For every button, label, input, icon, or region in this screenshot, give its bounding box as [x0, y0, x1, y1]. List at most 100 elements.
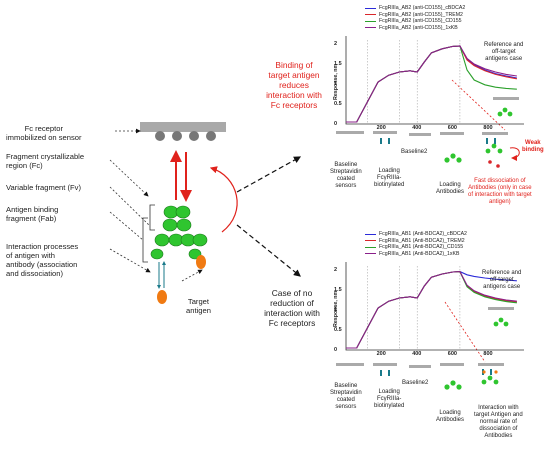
panel1-loading-fc-label: Loading FcγRIIIa- biotinylated [374, 168, 404, 189]
series-line [346, 271, 517, 349]
legend-text: FcgRIIIa_AB1 (Anti-BDCA2)_cBDCA2 [379, 231, 467, 237]
ref-line1: Reference and [482, 270, 522, 276]
normal-line4: dissociation of [479, 426, 518, 432]
legend-text: FcgRIIIa_AB1 (Anti-BDCA2)_TREM2 [379, 237, 465, 244]
normal-line2: target Antigen and [474, 412, 523, 418]
fast-line3: of interaction with target [468, 192, 532, 198]
step-line: Baseline2 [402, 380, 429, 386]
legend-swatch [365, 20, 376, 22]
fragment-brackets [142, 204, 155, 263]
legend-text: FcgRIIIa_AB2 (anti-CD155)_cBDCA2 [379, 5, 466, 11]
mid-bottom-line4: Fc receptors [268, 318, 316, 328]
fab-label: Antigen binding fragment (Fab) [6, 205, 58, 223]
panel1-ref-label: Reference and off-target antigens case [484, 42, 523, 63]
panel2-legend-item: FcgRIIIa_AB1 (Anti-BDCA2)_1xKB [365, 251, 467, 258]
target-line2: antigen [186, 306, 211, 315]
step-line: biotinylated [374, 403, 405, 409]
weak-line2: binding [522, 147, 544, 153]
y-tick-label: 1 [334, 307, 338, 313]
normal-line3: normal rate of [479, 419, 517, 425]
fc-receptor-line2: immobilized on sensor [6, 133, 82, 142]
fc-receptor-label: Fc receptor immobilized on sensor [6, 124, 82, 142]
ref-line1: Reference and [484, 42, 524, 48]
y-tick-label: 1 [334, 81, 338, 87]
fc-region-line2: region (Fc) [6, 161, 43, 170]
panel2-step-icons [336, 307, 514, 390]
target-antigen-label: Target antigen [186, 297, 211, 315]
step-line: Streptavidin [330, 390, 362, 396]
x-tick-label: 200 [376, 351, 386, 357]
mid-top-line1: Binding of [275, 60, 313, 70]
fast-line1: Fast dissociation of [474, 178, 526, 184]
interaction-line2: of antigen with [6, 251, 55, 260]
ref-line2: off-target [491, 49, 516, 55]
legend-swatch [365, 246, 376, 248]
legend-swatch [365, 240, 376, 242]
association-arrows [157, 261, 166, 289]
panel2-loading-fc-label: Loading FcγRIIIa- biotinylated [374, 389, 404, 410]
panel1-legend-item: FcgRIIIa_AB2 (anti-CD155)_1xKB [365, 25, 465, 32]
panel1-legend-item: FcgRIIIa_AB2 (anti-CD155)_CD155 [365, 18, 465, 25]
x-tick-label: 400 [412, 351, 422, 357]
legend-text: FcgRIIIa_AB1 (Anti-BDCA2)_1xKB [379, 250, 460, 257]
step-line: coated [336, 397, 355, 403]
legend-text: FcgRIIIa_AB2 (anti-CD155)_1xKB [379, 24, 458, 31]
curved-feedback-arrow [209, 166, 238, 233]
legend-swatch [365, 27, 376, 29]
panel1-step-icons [336, 97, 520, 168]
interaction-line4: and dissociation) [6, 269, 63, 278]
step-line: Baseline [334, 162, 358, 168]
y-tick-label: 0 [334, 121, 338, 127]
sensor-surface [140, 122, 226, 141]
mid-top-line2: target antigen [268, 70, 320, 80]
fc-receptor-line1: Fc receptor [24, 124, 63, 133]
step-line: Baseline [334, 383, 358, 389]
mid-bottom-line1: Case of no [271, 288, 313, 298]
normal-dissociation-label: Interaction with target Antigen and norm… [474, 405, 523, 440]
label-pointers [109, 128, 203, 282]
normal-line1: Interaction with [478, 405, 519, 411]
panel2-baseline-label: Baseline Streptavidin coated sensors [330, 383, 362, 411]
y-tick-label: 2 [334, 41, 338, 47]
fab-line1: Antigen binding [6, 205, 59, 214]
step-line: Antibodies [436, 189, 465, 195]
legend-text: FcgRIIIa_AB2 (anti-CD155)_TREM2 [379, 11, 463, 18]
y-tick-label: 0 [334, 347, 338, 353]
y-tick-label: 1.5 [334, 287, 342, 293]
step-line: Loading [378, 389, 400, 395]
interaction-label: Interaction processes of antigen with an… [6, 242, 78, 278]
weak-line1: Weak [525, 140, 541, 146]
step-line: Loading [378, 168, 400, 174]
legend-swatch [365, 7, 376, 9]
antibody-icon [150, 205, 208, 269]
x-tick-label: 600 [447, 125, 457, 131]
step-line: coated [336, 176, 355, 182]
step-line: sensors [335, 183, 357, 189]
y-tick-label: 1.5 [334, 61, 342, 67]
legend-swatch [365, 233, 376, 235]
panel1-decay-pointer [451, 79, 506, 131]
panel2-decay-pointer [444, 301, 486, 363]
panel1-legend-item: FcgRIIIa_AB2 (anti-CD155)_cBDCA2 [365, 5, 465, 12]
axis-frame [345, 36, 524, 125]
panel1-loading-ab-label: Loading Antibodies [436, 182, 464, 196]
fc-region-line1: Fragment crystallizable [6, 152, 85, 161]
binding-arrows [170, 150, 192, 202]
target-line1: Target [187, 297, 210, 306]
fast-line2: Antibodies (only in case [468, 185, 532, 191]
panel1-baseline2-label: Baseline2 [401, 149, 427, 156]
fv-line1: Variable fragment (Fv) [6, 183, 81, 192]
step-line: Antibodies [436, 417, 465, 423]
x-tick-label: 400 [412, 125, 422, 131]
x-tick-label: 200 [376, 125, 386, 131]
panel2-legend-item: FcgRIIIa_AB1 (Anti-BDCA2)_TREM2 [365, 238, 467, 245]
axis-frame [345, 262, 524, 351]
legend-swatch [365, 253, 376, 255]
panel2-ref-label: Reference and off-target antigens case [482, 270, 521, 291]
step-line: sensors [335, 404, 357, 410]
step-line: Streptavidin [330, 169, 362, 175]
reduced-binding-label: Binding of target antigen reduces intera… [256, 60, 332, 110]
panel1-legend: FcgRIIIa_AB2 (anti-CD155)_cBDCA2 FcgRIII… [365, 5, 465, 31]
